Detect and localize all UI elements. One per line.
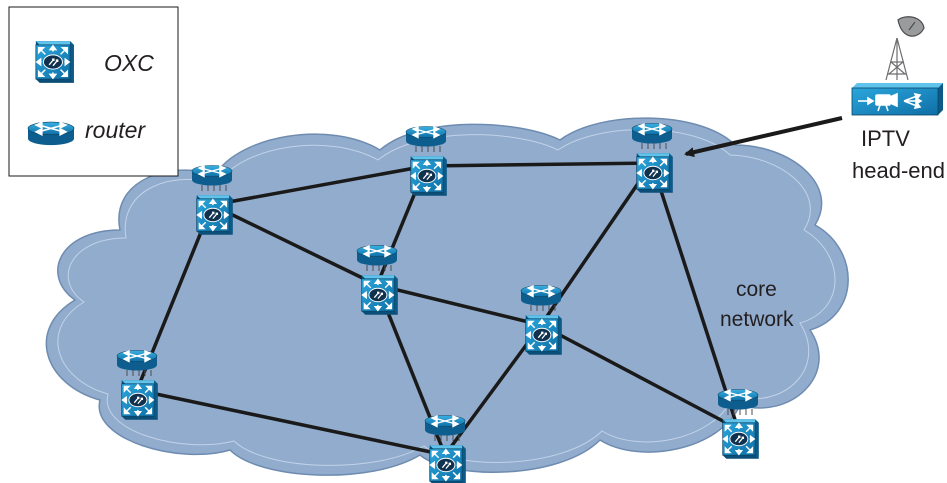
core-network-label-line1: core xyxy=(736,278,777,301)
link-n3-n8 xyxy=(650,162,740,430)
router-oxc-node-icon xyxy=(632,124,673,193)
core-network-cloud xyxy=(45,117,849,476)
link-n4-n6 xyxy=(376,283,542,327)
network-node-n5[interactable] xyxy=(117,351,158,420)
iptv-label-line2: head-end xyxy=(852,158,945,183)
satellite-dish-icon xyxy=(885,16,925,81)
legend-router-label: router xyxy=(85,117,146,143)
link-n5-n7 xyxy=(136,388,446,457)
link-n1-n4 xyxy=(211,203,378,287)
iptv-label-line1: IPTV xyxy=(861,126,910,151)
network-node-n3[interactable] xyxy=(632,124,673,193)
link-n2-n3 xyxy=(425,161,653,168)
legend-box xyxy=(8,6,179,177)
router-oxc-node-icon xyxy=(718,390,759,459)
router-oxc-node-icon xyxy=(425,416,466,483)
router-oxc-node-icon xyxy=(117,351,158,420)
headend-arrow xyxy=(684,116,843,158)
network-node-n2[interactable] xyxy=(406,127,447,196)
legend: OXC router xyxy=(8,6,179,177)
legend-router-icon xyxy=(27,121,75,146)
iptv-headend: IPTV head-end xyxy=(851,16,945,183)
router-oxc-node-icon xyxy=(192,166,233,235)
router-oxc-node-icon xyxy=(357,246,398,315)
network-node-n4[interactable] xyxy=(357,246,398,315)
network-node-n1[interactable] xyxy=(192,166,233,235)
link-n1-n2 xyxy=(211,164,427,207)
link-n6-n8 xyxy=(540,323,739,431)
router-oxc-node-icon xyxy=(521,286,562,355)
legend-oxc-label: OXC xyxy=(104,50,154,76)
links-layer xyxy=(135,161,740,457)
network-node-n6[interactable] xyxy=(521,286,562,355)
router-oxc-node-icon xyxy=(406,127,447,196)
video-headend-icon xyxy=(851,83,943,116)
legend-oxc-icon xyxy=(35,40,75,84)
network-node-n8[interactable] xyxy=(718,390,759,459)
network-node-n7[interactable] xyxy=(425,416,466,483)
link-n6-n7 xyxy=(443,323,543,457)
core-network-label-line2: network xyxy=(720,308,794,331)
